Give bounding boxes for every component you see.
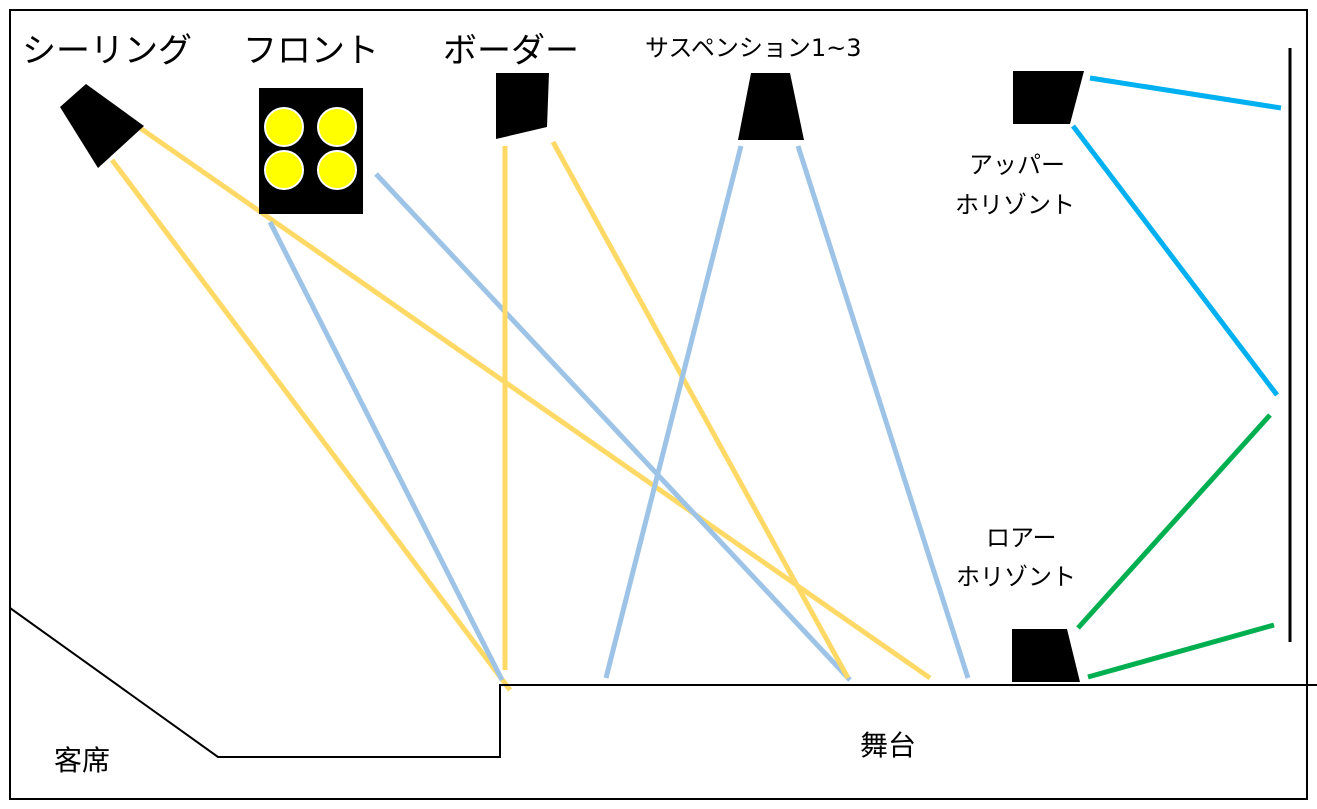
lower-horizont-beam-1: [1076, 413, 1272, 630]
fixtures: [60, 71, 1084, 682]
suspension-label: サスペンション1~3: [645, 34, 862, 62]
front-fixture-icon: [259, 88, 363, 214]
ceiling-label: シーリング: [22, 31, 192, 71]
border-fixture-icon: [496, 73, 549, 139]
audience-label: 客席: [54, 744, 110, 777]
lower-horizont-beam-2: [1087, 622, 1275, 680]
stage-label: 舞台: [860, 729, 916, 762]
front-lamp-icon: [264, 150, 304, 190]
front-beam-1: [267, 220, 505, 682]
front-lamp-icon: [317, 107, 357, 147]
ceiling-beam-2: [138, 125, 932, 681]
ceiling-fixture-icon: [60, 84, 144, 168]
audience-outline: [9, 607, 1317, 758]
suspension-beam-2: [795, 145, 971, 679]
suspension-beam-1: [603, 145, 744, 679]
upper-horizont-beam-1: [1089, 75, 1282, 111]
lower-horizont-label-line2: ホリゾント: [956, 563, 1076, 591]
ceiling-beam-1: [110, 158, 512, 692]
upper-horizont-beam-2: [1071, 124, 1279, 397]
diagram-frame: [9, 9, 1308, 800]
border-label: ボーダー: [443, 31, 579, 71]
upper-horizont-label-line1: アッパー: [969, 151, 1065, 179]
light-beams: [110, 75, 1282, 692]
front-lamp-icon: [317, 150, 357, 190]
front-label: フロント: [243, 31, 379, 71]
front-lamp-icon: [264, 107, 304, 147]
stage-outline: [9, 607, 1317, 758]
border-beam-2: [550, 140, 851, 680]
lower-horizont-fixture-icon: [1012, 629, 1080, 682]
front-beam-2: [374, 172, 852, 682]
labels: シーリング フロント ボーダー サスペンション1~3 アッパー ホリゾント ロア…: [22, 31, 1076, 777]
lower-horizont-label-line1: ロアー: [986, 524, 1057, 552]
upper-horizont-label-line2: ホリゾント: [955, 191, 1075, 219]
suspension-fixture-icon: [738, 73, 804, 140]
upper-horizont-fixture-icon: [1013, 71, 1084, 124]
